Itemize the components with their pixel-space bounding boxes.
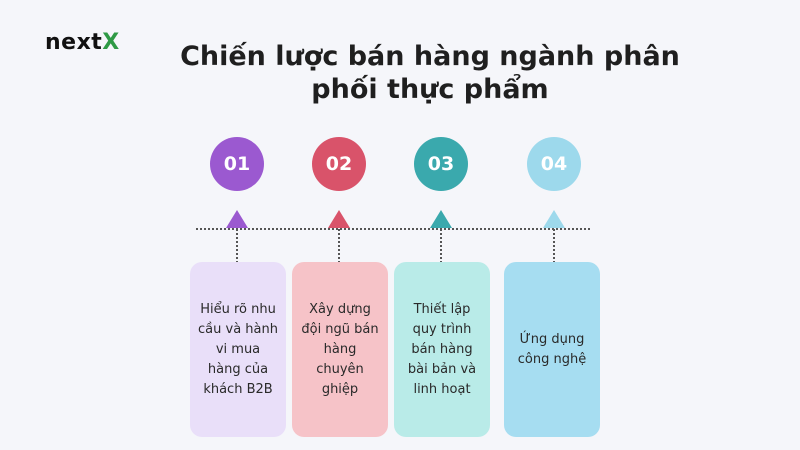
step-card: Hiểu rõ nhu cầu và hành vi mua hàng của … xyxy=(190,262,286,437)
step-card-text: Ứng dụng công nghệ xyxy=(517,331,587,367)
brand-logo-accent: X xyxy=(102,30,120,55)
connector-line xyxy=(553,229,555,263)
step-number-badge: 03 xyxy=(414,137,468,191)
step-1: 01 Hiểu rõ nhu cầu và hành vi mua hàng c… xyxy=(188,0,288,450)
connector-line xyxy=(236,229,238,263)
triangle-marker-icon xyxy=(328,210,350,228)
step-number-badge: 01 xyxy=(210,137,264,191)
brand-logo-text: next xyxy=(45,30,103,55)
triangle-marker-icon xyxy=(543,210,565,228)
page-title: Chiến lược bán hàng ngành phân phối thực… xyxy=(140,40,720,106)
step-number-badge: 04 xyxy=(527,137,581,191)
triangle-marker-icon xyxy=(226,210,248,228)
connector-line xyxy=(440,229,442,263)
step-number-badge: 02 xyxy=(312,137,366,191)
title-line-2: phối thực phẩm xyxy=(311,74,549,105)
step-3: 03 Thiết lập quy trình bán hàng bài bản … xyxy=(392,0,492,450)
step-card: Thiết lập quy trình bán hàng bài bản và … xyxy=(394,262,490,437)
connector-line xyxy=(338,229,340,263)
step-4: 04 Ứng dụng công nghệ xyxy=(502,0,602,450)
step-card: Ứng dụng công nghệ xyxy=(504,262,600,437)
triangle-marker-icon xyxy=(430,210,452,228)
step-card-text: Xây dựng đội ngũ bán hàng chuyên ghiệp xyxy=(301,301,379,397)
title-line-1: Chiến lược bán hàng ngành phân xyxy=(180,41,680,72)
step-card: Xây dựng đội ngũ bán hàng chuyên ghiệp xyxy=(292,262,388,437)
step-card-text: Hiểu rõ nhu cầu và hành vi mua hàng của … xyxy=(198,301,278,397)
timeline-line xyxy=(196,228,590,230)
step-2: 02 Xây dựng đội ngũ bán hàng chuyên ghiệ… xyxy=(290,0,390,450)
step-card-text: Thiết lập quy trình bán hàng bài bản và … xyxy=(407,301,477,397)
brand-logo: nextX xyxy=(45,30,120,55)
